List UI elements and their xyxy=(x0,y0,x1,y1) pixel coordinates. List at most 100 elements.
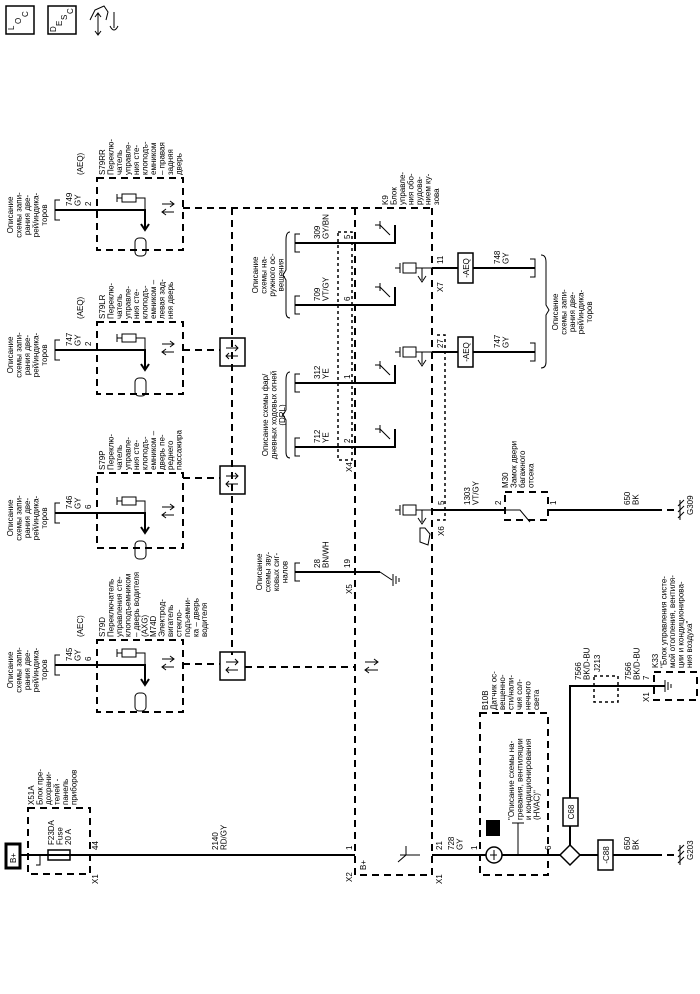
window-switch-0: Описаниесхемы запи-рания две-рей/индика-… xyxy=(6,139,184,257)
trunk-wire-label: 1303VT/GY xyxy=(463,480,481,505)
outputs-desc: Описаниесхемы запи-рания две-рей/индика-… xyxy=(551,289,594,335)
switch-resistor-icon xyxy=(116,193,146,210)
option-code: (AEQ) xyxy=(76,152,85,175)
fuse-connector: X1 xyxy=(91,874,100,884)
j213-splice xyxy=(593,675,619,703)
m30-pin-out: 1 xyxy=(549,500,558,505)
switch-wire-label: 747GY xyxy=(65,332,83,346)
fuse-label: F23DAFuse20 A xyxy=(47,819,73,845)
input-pin: 6 xyxy=(343,296,352,301)
switch-wire-label: 746GY xyxy=(65,495,83,509)
input-wire[interactable] xyxy=(295,365,396,384)
ground-g309-icon xyxy=(677,499,685,520)
input-wire[interactable] xyxy=(295,287,396,306)
bus-arrows-icon xyxy=(161,655,175,671)
fuse-block-box xyxy=(27,807,91,875)
input-pin: 2 xyxy=(343,438,352,443)
svg-text:D: D xyxy=(49,26,58,32)
k9-output-1: -AEQ 27 747GY xyxy=(395,334,536,368)
window-switch-2: Описаниесхемы запи-рания две-рей/индика-… xyxy=(6,430,246,560)
k9-bplus: B+ xyxy=(359,860,368,870)
switch-resistor-icon xyxy=(116,648,146,665)
g309-label: G309 xyxy=(686,495,695,515)
x1-pin: 21 xyxy=(435,841,444,850)
fuse-pin: 44 xyxy=(91,841,100,850)
input-switch-icon xyxy=(375,283,391,298)
aeq-label: -AEQ xyxy=(462,342,471,362)
gateway-icon xyxy=(219,651,246,681)
output-wire-label: 747GY xyxy=(493,334,511,348)
input-wire-label: 709VT/GY xyxy=(313,276,331,301)
window-switches: Описаниесхемы запи-рания две-рей/индика-… xyxy=(6,139,246,713)
k33-name: K33"Блок управления систе-мой отопления,… xyxy=(651,575,694,668)
switch-pin: 2 xyxy=(84,341,93,346)
output-connector: X7 xyxy=(436,282,445,292)
switch-wire-label: 749GY xyxy=(65,192,83,206)
k9-switch-icon xyxy=(397,846,420,863)
connector-repair-icon[interactable] xyxy=(89,5,119,36)
aeq-option-box xyxy=(457,336,474,368)
door-lock-desc: Описаниесхемы запи-рания две-рей/индика-… xyxy=(6,332,49,378)
output-pin: 27 xyxy=(436,339,445,348)
bus-arrows-icon xyxy=(161,200,175,216)
switch-resistor-icon xyxy=(116,496,146,513)
sensor-pin-in: 1 xyxy=(470,845,479,850)
input-switch-icon xyxy=(375,361,391,376)
desc-icon[interactable]: D E S C xyxy=(47,5,77,35)
car-icon xyxy=(134,237,147,257)
hvac-desc: "Описание схемы на-гревания, вентиляциии… xyxy=(507,738,542,820)
svg-text:C: C xyxy=(66,8,75,14)
output-driver-icon xyxy=(395,346,432,367)
x4-connector-outline xyxy=(337,231,353,461)
car-icon xyxy=(134,692,147,712)
input-wire[interactable] xyxy=(295,429,396,448)
switch-box[interactable] xyxy=(96,321,184,395)
switch-name: S79LRПереклю-чательуправле-ния сте-клопо… xyxy=(98,279,175,319)
switch-name: S79PПереклю-чательуправле-ния сте-клопод… xyxy=(98,430,184,471)
k9-name: K9Блокуправле-ния обо-рудова-нием ку-зов… xyxy=(381,172,441,205)
x2-connector: X2 xyxy=(345,872,354,882)
sensor-pin-out: 6 xyxy=(544,845,553,850)
bplus-label: B+ xyxy=(9,853,18,863)
m30-name: M30Замок дверибагажногоотсека xyxy=(501,441,536,488)
x6-connector: X6 xyxy=(437,526,446,536)
upper-wire-label: 7566BK/D-BU xyxy=(574,647,592,680)
x5-connector: X5 xyxy=(345,584,354,594)
horn-desc: Описаниесхемы зву-ковых сиг-налов xyxy=(255,552,290,593)
main-wire-label: 2140RD/GY xyxy=(211,824,229,850)
loc-icon[interactable]: L O C xyxy=(5,5,35,35)
bus-arrows-icon xyxy=(364,658,379,674)
input-wire[interactable] xyxy=(295,225,396,244)
c68-label: C68 xyxy=(567,804,576,819)
input-pin: 5 xyxy=(343,234,352,239)
ground-icon xyxy=(664,680,672,692)
sensor-b10b[interactable] xyxy=(479,712,549,876)
switch-box[interactable] xyxy=(96,177,184,251)
k33-pin: 7 xyxy=(642,675,651,680)
window-switch-1: Описаниесхемы запи-рания две-рей/индика-… xyxy=(6,279,246,397)
c88-label: -C88 xyxy=(602,846,611,864)
b10b-name: B10BДатчик ос-вещенно-сти/нали-чия сол-н… xyxy=(481,671,541,710)
output-driver-icon xyxy=(395,262,432,283)
window-switch-3: Описаниесхемы запи-рания две-рей/индика-… xyxy=(6,572,246,713)
m30-pin-in: 2 xyxy=(494,500,503,505)
svg-text:O: O xyxy=(14,18,23,24)
trunk-lock-m30[interactable] xyxy=(504,491,549,521)
svg-text:E: E xyxy=(55,21,64,26)
input-pin: 1 xyxy=(343,374,352,379)
trunk-icon xyxy=(419,527,431,546)
ground-link-wire[interactable] xyxy=(569,685,665,845)
c88-connector xyxy=(597,839,614,871)
sun-sensor-symbol-icon xyxy=(486,820,500,836)
switch-box[interactable] xyxy=(96,639,184,713)
switch-resistor-icon xyxy=(116,333,146,350)
svg-text:L: L xyxy=(7,25,16,30)
option-code: (AEC) xyxy=(76,615,85,637)
switch-box[interactable] xyxy=(96,472,184,549)
ground-icon xyxy=(379,571,400,586)
battery-bplus: B+ xyxy=(4,842,22,870)
switch-name: S79DПереключательуправления сте-клоподъе… xyxy=(98,572,209,637)
